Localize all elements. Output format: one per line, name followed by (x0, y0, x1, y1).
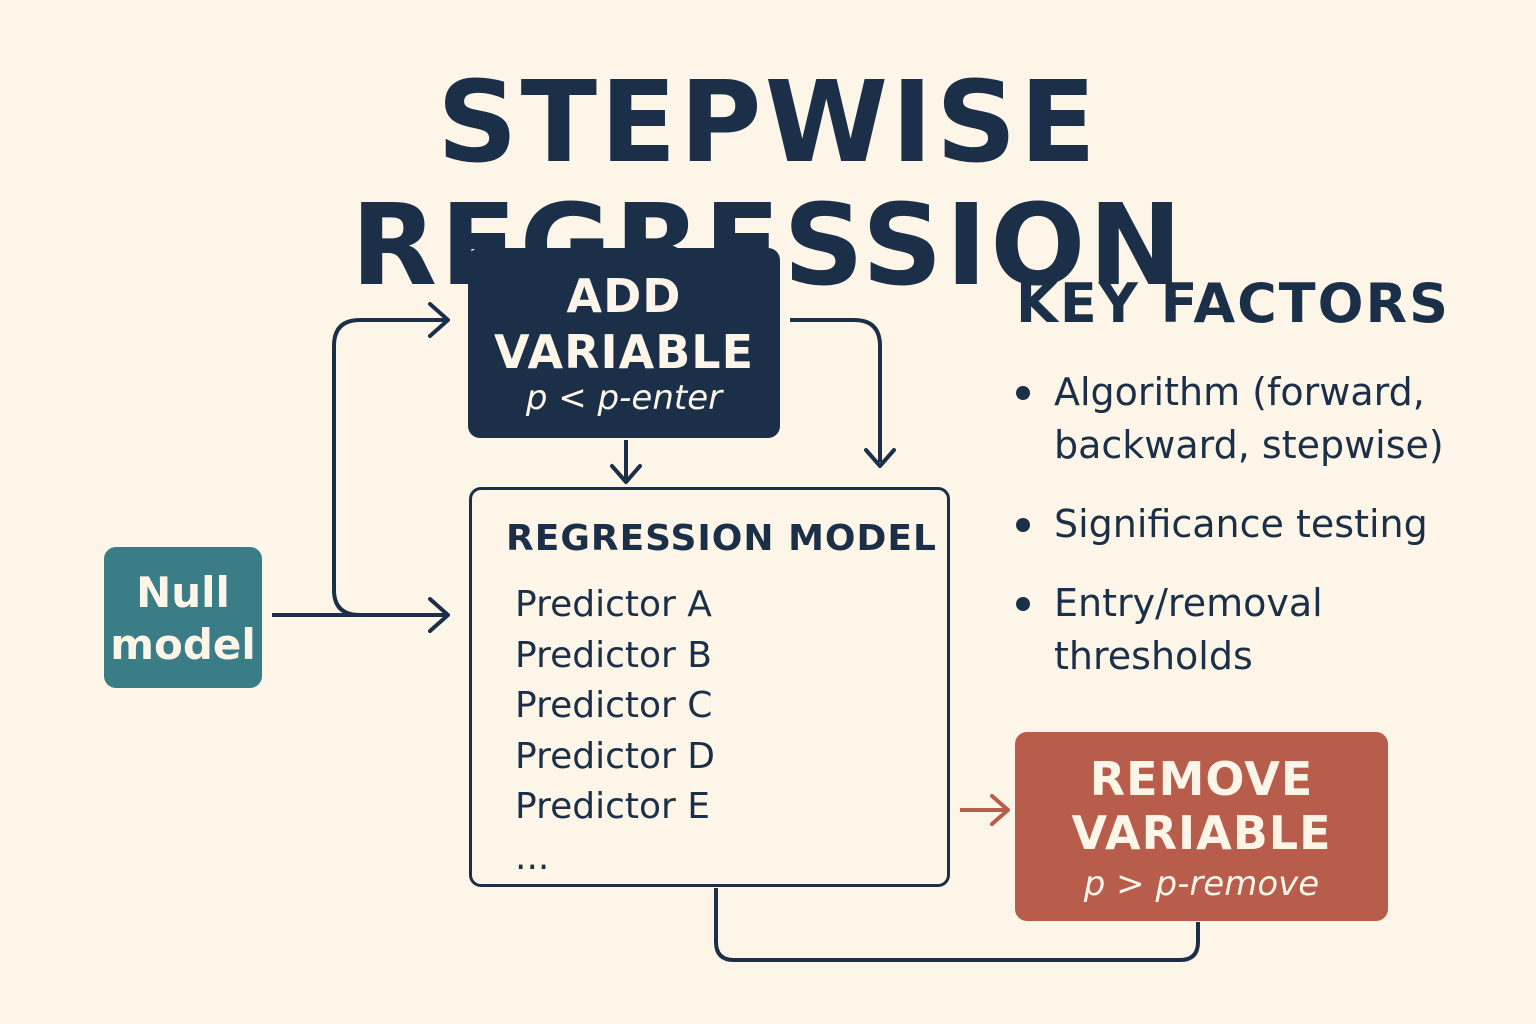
predictor-item: Predictor E (515, 786, 711, 827)
bullet-icon (1016, 386, 1030, 400)
predictor-ellipsis: ... (515, 836, 550, 878)
predictor-item: Predictor B (515, 634, 712, 676)
bullet-icon (1016, 597, 1030, 611)
null-to-add-arrow (332, 318, 446, 617)
predictor-item: Predictor A (515, 584, 712, 625)
predictor-item: Predictor D (515, 735, 715, 777)
regression-model-box: REGRESSION MODEL Predictor A Predictor B… (469, 487, 950, 887)
add-right-loop-arrow (790, 318, 882, 462)
remove-variable-title: REMOVE VARIABLE (1015, 752, 1388, 860)
key-factor-item: Algorithm (forward, backward, stepwise) (1014, 366, 1514, 472)
add-variable-title-line2: VARIABLE (493, 325, 754, 379)
add-variable-title: ADD VARIABLE (468, 268, 780, 380)
key-factor-item: Entry/removal thresholds (1014, 577, 1514, 683)
add-to-model-arrowhead (610, 464, 642, 484)
remove-variable-box: REMOVE VARIABLE p > p-remove (1015, 732, 1388, 921)
add-variable-title-line1: ADD (566, 269, 682, 323)
remove-variable-condition: p > p-remove (1083, 864, 1320, 904)
regression-model-title: REGRESSION MODEL (506, 518, 937, 559)
null-model-label: Null model (104, 567, 262, 671)
bottom-loop-line (714, 888, 1200, 962)
add-variable-box: ADD VARIABLE p < p-enter (468, 248, 780, 438)
key-factor-text: Algorithm (forward, backward, stepwise) (1054, 370, 1444, 467)
remove-variable-title-line1: REMOVE (1089, 752, 1314, 806)
key-factor-item: Significance testing (1014, 498, 1514, 551)
null-model-label-line1: Null (136, 568, 230, 617)
model-to-remove-arrowhead (990, 794, 1010, 826)
null-model-label-line2: model (110, 620, 256, 669)
add-variable-condition: p < p-enter (525, 378, 723, 418)
null-to-model-arrowhead (428, 597, 450, 633)
predictor-list: Predictor A Predictor B Predictor C Pred… (515, 580, 715, 883)
key-factor-text: Significance testing (1054, 502, 1428, 546)
key-factor-text: Entry/removal thresholds (1054, 581, 1323, 678)
add-right-loop-arrowhead (864, 448, 896, 468)
null-model-box: Null model (104, 547, 262, 688)
key-factors-title: KEY FACTORS (1016, 272, 1450, 335)
remove-variable-title-line2: VARIABLE (1071, 806, 1332, 860)
key-factors-list: Algorithm (forward, backward, stepwise) … (1014, 366, 1514, 709)
predictor-item: Predictor C (515, 685, 713, 726)
bullet-icon (1016, 518, 1030, 532)
null-to-add-arrowhead (428, 302, 450, 338)
